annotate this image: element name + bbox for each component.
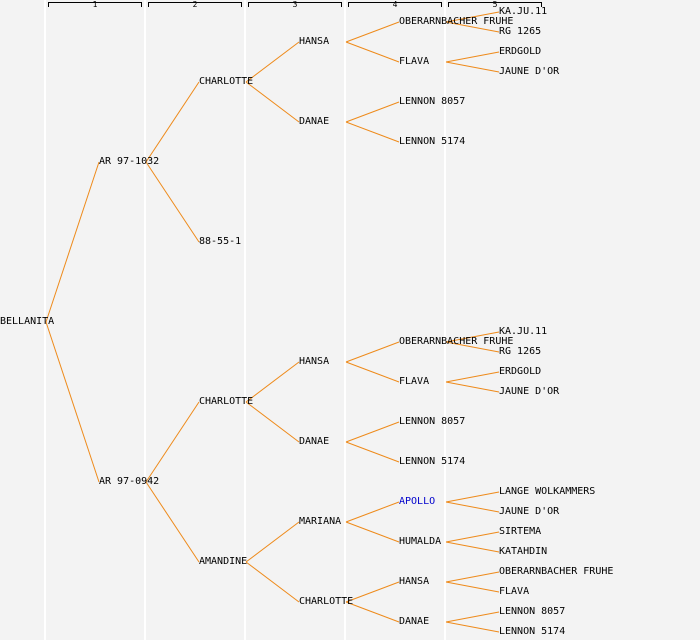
- generation-bracket: [448, 2, 542, 7]
- pedigree-connector: [445, 51, 500, 63]
- generation-bracket: [348, 2, 442, 7]
- pedigree-connector: [345, 341, 400, 363]
- pedigree-node: 88-55-1: [199, 236, 242, 247]
- pedigree-connector: [445, 331, 500, 343]
- pedigree-node: HUMALDA: [399, 536, 442, 547]
- generation-number: 3: [292, 0, 298, 9]
- pedigree-connector: [145, 161, 200, 243]
- pedigree-node: OBERARNBACHER FRUHE: [399, 336, 514, 347]
- pedigree-node: FLAVA: [499, 586, 530, 597]
- pedigree-connector: [45, 161, 100, 323]
- pedigree-connector: [345, 21, 400, 43]
- column-separator: [44, 0, 46, 640]
- pedigree-connector: [245, 521, 300, 563]
- pedigree-connector: [345, 521, 400, 543]
- pedigree-connector: [145, 401, 200, 483]
- pedigree-node: JAUNE D'OR: [499, 386, 560, 397]
- pedigree-node: LANGE WOLKAMMERS: [499, 486, 596, 497]
- pedigree-connector: [345, 601, 400, 623]
- pedigree-node: HANSA: [299, 36, 330, 47]
- pedigree-connector: [245, 361, 300, 403]
- pedigree-connector: [445, 621, 500, 633]
- column-separator: [444, 0, 446, 640]
- pedigree-connector: [445, 371, 500, 383]
- generation-number: 4: [392, 0, 398, 9]
- pedigree-node: LENNON 8057: [399, 416, 466, 427]
- column-separator: [244, 0, 246, 640]
- pedigree-connector: [345, 361, 400, 383]
- pedigree-node: LENNON 8057: [399, 96, 466, 107]
- pedigree-connector: [345, 421, 400, 443]
- pedigree-connector: [445, 611, 500, 623]
- pedigree-connector: [445, 381, 500, 393]
- column-separator: [144, 0, 146, 640]
- pedigree-connector: [245, 81, 300, 123]
- pedigree-connector: [445, 21, 500, 33]
- pedigree-node: RG 1265: [499, 26, 542, 37]
- pedigree-node: AR 97-1032: [99, 156, 160, 167]
- pedigree-node: KATAHDIN: [499, 546, 548, 557]
- pedigree-node: JAUNE D'OR: [499, 66, 560, 77]
- pedigree-connector: [445, 501, 500, 513]
- pedigree-connector: [445, 581, 500, 593]
- generation-bracket: [148, 2, 242, 7]
- pedigree-node: RG 1265: [499, 346, 542, 357]
- pedigree-node: CHARLOTTE: [299, 596, 354, 607]
- pedigree-node: CHARLOTTE: [199, 76, 254, 87]
- generation-bracket: [248, 2, 342, 7]
- pedigree-node: HANSA: [399, 576, 430, 587]
- pedigree-node: MARIANA: [299, 516, 342, 527]
- pedigree-node: ERDGOLD: [499, 366, 542, 377]
- pedigree-connector: [445, 541, 500, 553]
- pedigree-node: LENNON 5174: [499, 626, 566, 637]
- pedigree-connector: [445, 491, 500, 503]
- pedigree-node: HANSA: [299, 356, 330, 367]
- generation-bracket: [48, 2, 142, 7]
- pedigree-node: OBERARNBACHER FRUHE: [399, 16, 514, 27]
- generation-number: 1: [92, 0, 98, 9]
- pedigree-connector: [45, 321, 100, 483]
- pedigree-connector: [345, 581, 400, 603]
- pedigree-node: LENNON 8057: [499, 606, 566, 617]
- pedigree-node: LENNON 5174: [399, 456, 466, 467]
- pedigree-connector: [345, 501, 400, 523]
- pedigree-node: BELLANITA: [0, 316, 55, 327]
- pedigree-node: ERDGOLD: [499, 46, 542, 57]
- pedigree-connector: [345, 41, 400, 63]
- pedigree-connector: [145, 481, 200, 563]
- pedigree-connector: [445, 571, 500, 583]
- pedigree-node: KA.JU.11: [499, 326, 548, 337]
- pedigree-connector: [345, 101, 400, 123]
- pedigree-connector: [245, 401, 300, 443]
- pedigree-connector: [445, 531, 500, 543]
- pedigree-node: DANAE: [299, 436, 330, 447]
- pedigree-node: AR 97-0942: [99, 476, 160, 487]
- pedigree-node: FLAVA: [399, 56, 430, 67]
- pedigree-node: LENNON 5174: [399, 136, 466, 147]
- pedigree-node: OBERARNBACHER FRUHE: [499, 566, 614, 577]
- generation-number: 5: [492, 0, 498, 9]
- pedigree-connector: [245, 561, 300, 603]
- pedigree-node-link[interactable]: APOLLO: [399, 496, 436, 507]
- pedigree-connector: [445, 61, 500, 73]
- pedigree-node: KA.JU.11: [499, 6, 548, 17]
- pedigree-node: JAUNE D'OR: [499, 506, 560, 517]
- pedigree-connector: [145, 81, 200, 163]
- pedigree-node: DANAE: [299, 116, 330, 127]
- pedigree-node: CHARLOTTE: [199, 396, 254, 407]
- pedigree-node: AMANDINE: [199, 556, 248, 567]
- pedigree-connector: [445, 341, 500, 353]
- pedigree-connector: [245, 41, 300, 83]
- generation-number: 2: [192, 0, 198, 9]
- pedigree-node: DANAE: [399, 616, 430, 627]
- pedigree-node: SIRTEMA: [499, 526, 542, 537]
- column-separator: [344, 0, 346, 640]
- pedigree-connector: [345, 441, 400, 463]
- pedigree-node: FLAVA: [399, 376, 430, 387]
- pedigree-connector: [445, 11, 500, 23]
- pedigree-connector: [345, 121, 400, 143]
